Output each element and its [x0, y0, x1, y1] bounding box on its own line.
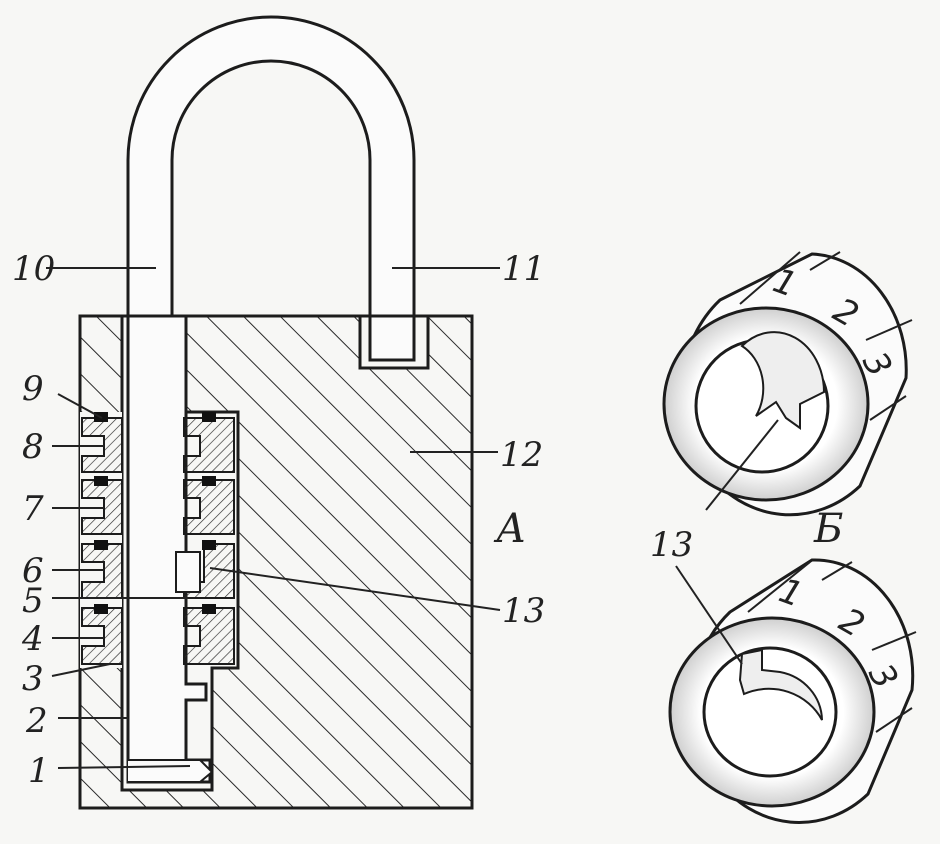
label-2: 2 [25, 701, 48, 741]
ring-view-bottom: 1 2 3 [668, 558, 917, 824]
ring-right-4 [183, 607, 235, 665]
padlock-section-view: 10 11 9 8 7 6 5 4 3 2 1 12 13 А [12, 15, 545, 810]
label-9: 9 [22, 369, 44, 409]
ring-left-8 [81, 417, 123, 473]
view-label-b: Б [813, 506, 843, 552]
label-13-right: 13 [650, 525, 693, 565]
label-11: 11 [502, 249, 545, 289]
label-8: 8 [22, 427, 44, 467]
ring-left-6 [81, 543, 123, 599]
shackle [126, 15, 416, 318]
ring-bore-bottom [702, 646, 838, 778]
label-4: 4 [21, 619, 44, 659]
shackle-notch-5 [175, 551, 201, 593]
ring-left-4 [81, 607, 123, 665]
label-10: 10 [12, 249, 55, 289]
ring-right-7 [183, 479, 235, 535]
rings-left [81, 417, 123, 665]
ring-right-8 [183, 417, 235, 473]
shackle-right-leg [368, 314, 416, 362]
label-5: 5 [22, 581, 44, 621]
shackle-foot [128, 759, 214, 783]
leader-lines [46, 267, 501, 769]
ring-inner-lug-top [740, 331, 826, 430]
label-1: 1 [28, 751, 50, 791]
label-7: 7 [22, 489, 44, 529]
ring-view-top: 1 2 3 [662, 251, 913, 517]
ring-inner-lug-bottom [738, 648, 823, 721]
label-12: 12 [500, 435, 543, 475]
label-6: 6 [22, 551, 44, 591]
label-13-left: 13 [502, 591, 545, 631]
label-3: 3 [22, 659, 44, 699]
view-label-a: А [493, 506, 526, 552]
ring-left-7 [81, 479, 123, 535]
